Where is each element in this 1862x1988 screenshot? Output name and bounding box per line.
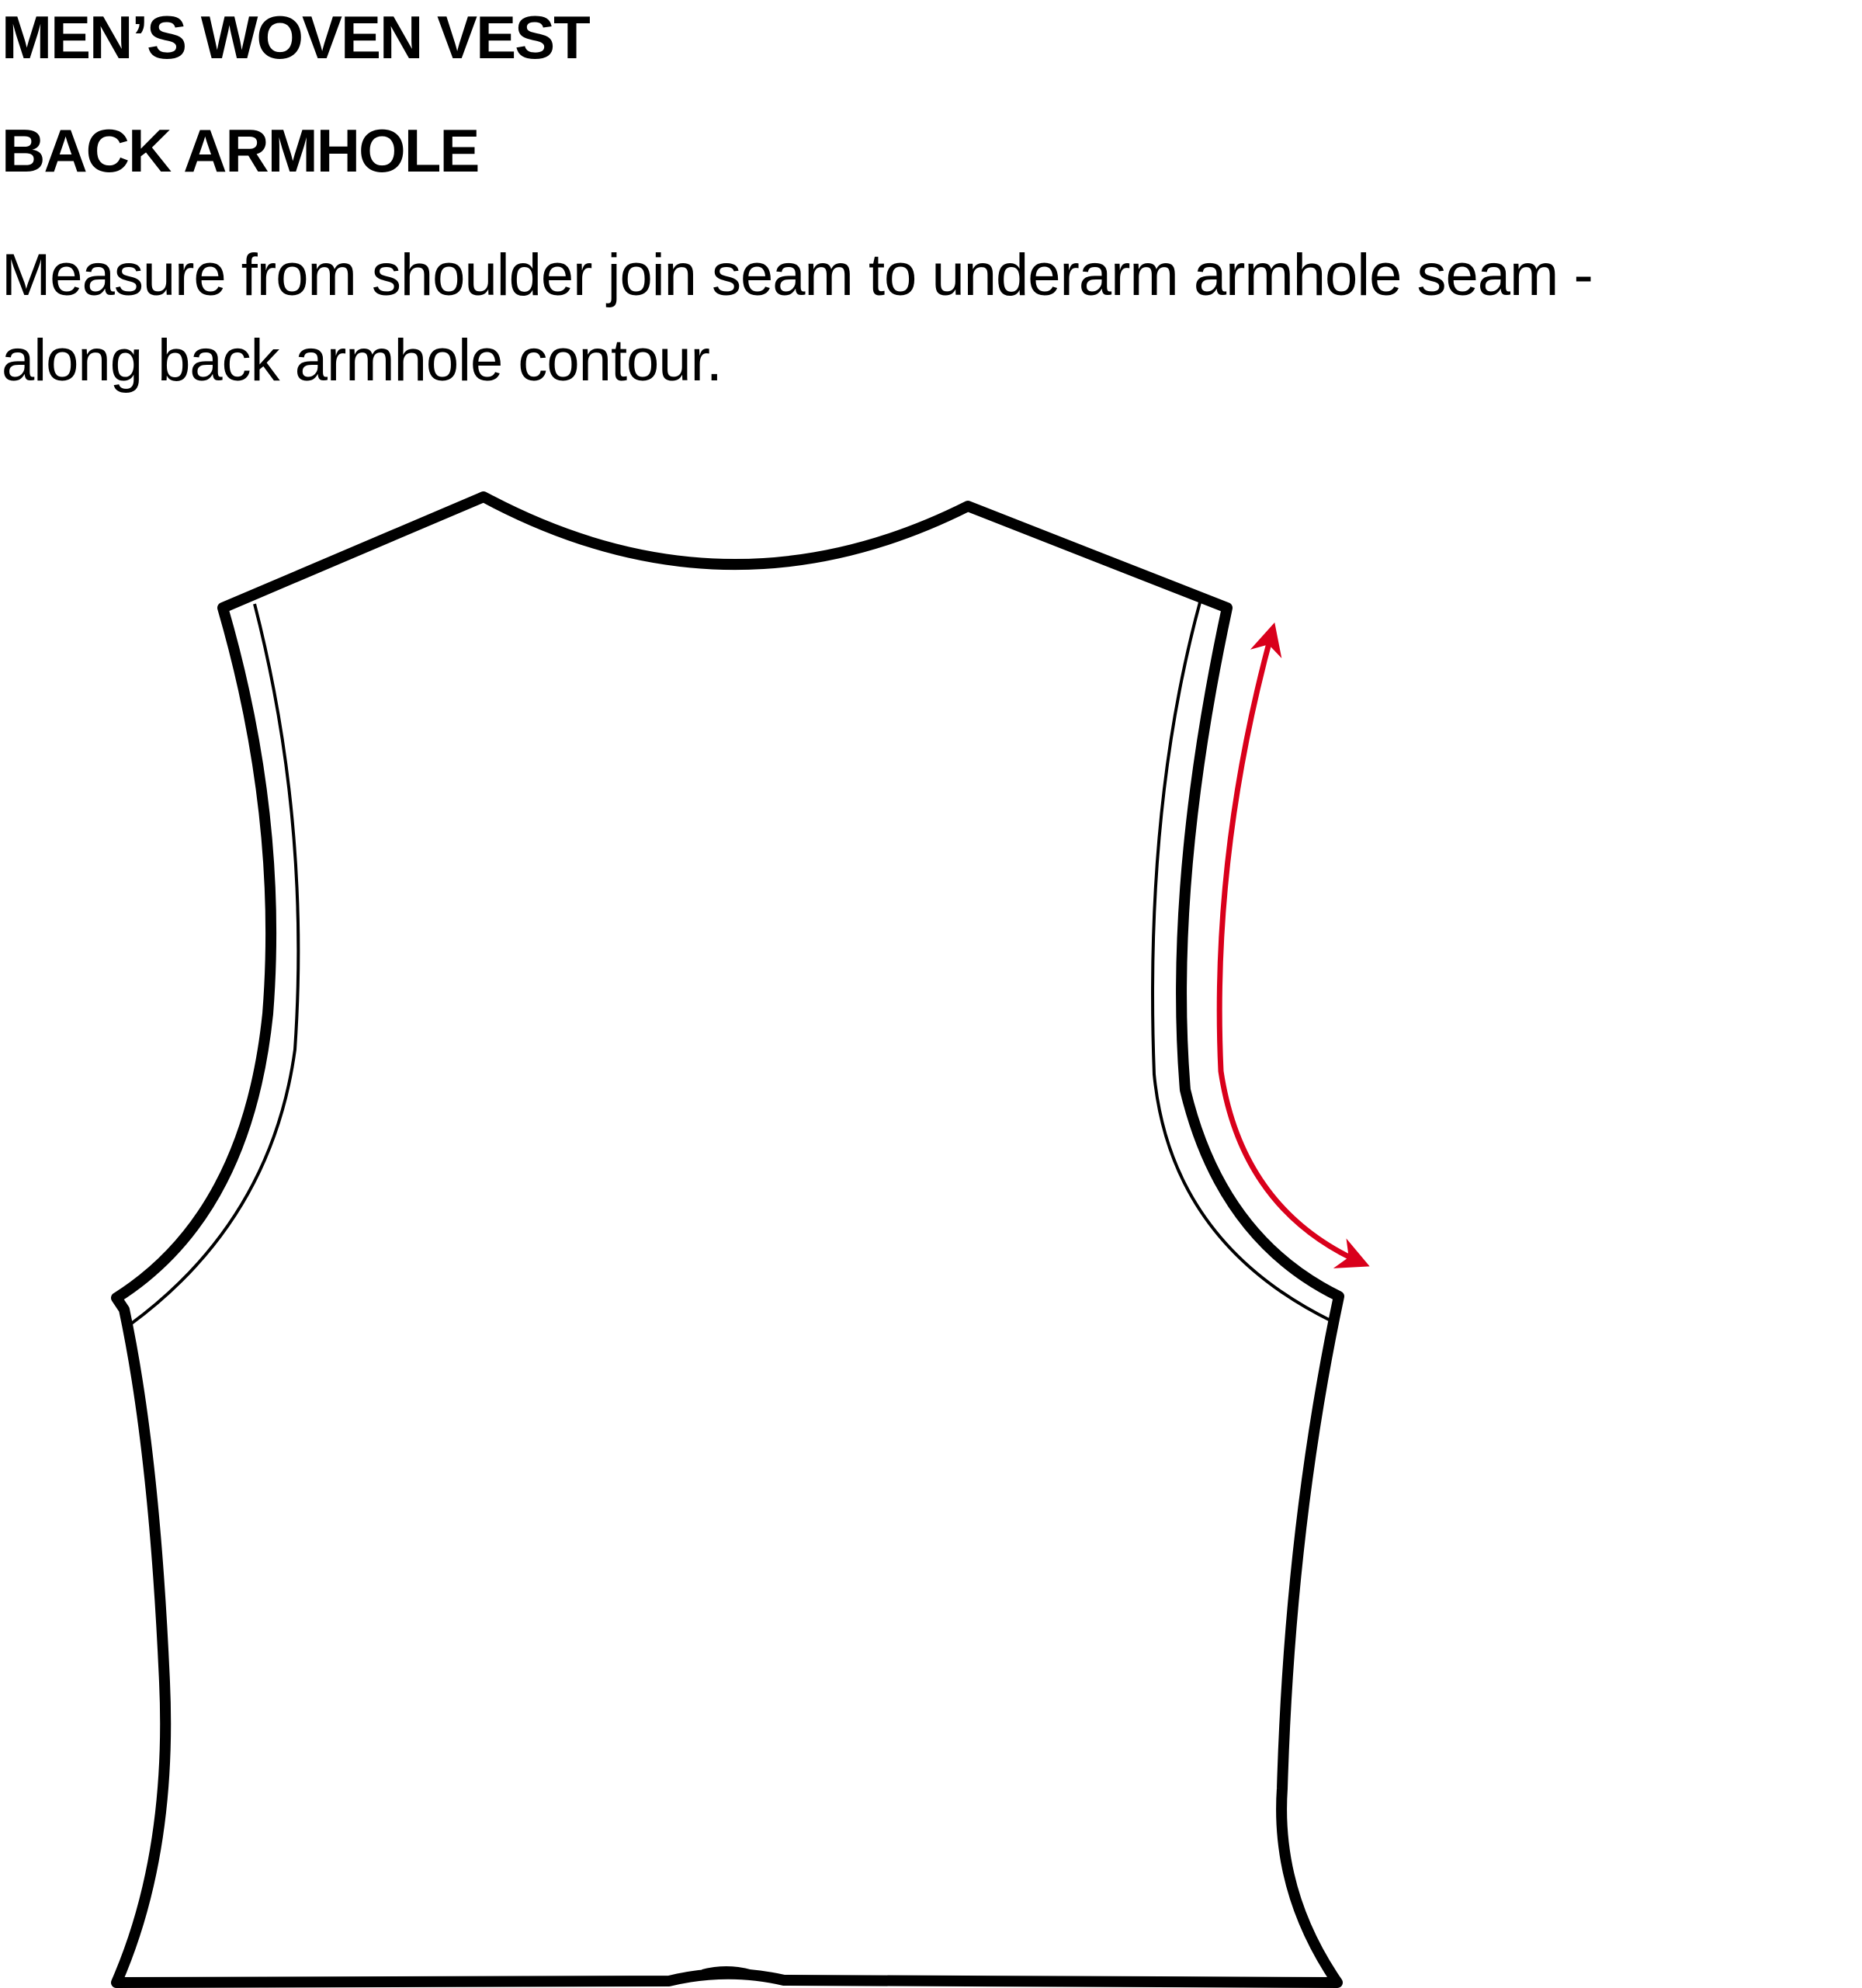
right-binding-end-mark <box>1330 1296 1340 1322</box>
page-title: MEN’S WOVEN VEST <box>2 3 591 71</box>
instruction-line-1: Measure from shoulder join seam to under… <box>2 242 1593 308</box>
instruction-line-2: along back armhole contour. <box>2 328 723 394</box>
back-armhole-measure-arrow <box>1216 622 1370 1268</box>
right-armhole-binding <box>1151 602 1333 1323</box>
left-binding-end-mark <box>123 1309 132 1325</box>
section-subtitle: BACK ARMHOLE <box>2 116 480 185</box>
hem-center-notch <box>702 1966 751 1974</box>
vest-outline <box>111 491 1344 1988</box>
measurement-instruction: Measure from shoulder join seam to under… <box>2 233 1862 404</box>
left-armhole-binding <box>129 603 300 1326</box>
